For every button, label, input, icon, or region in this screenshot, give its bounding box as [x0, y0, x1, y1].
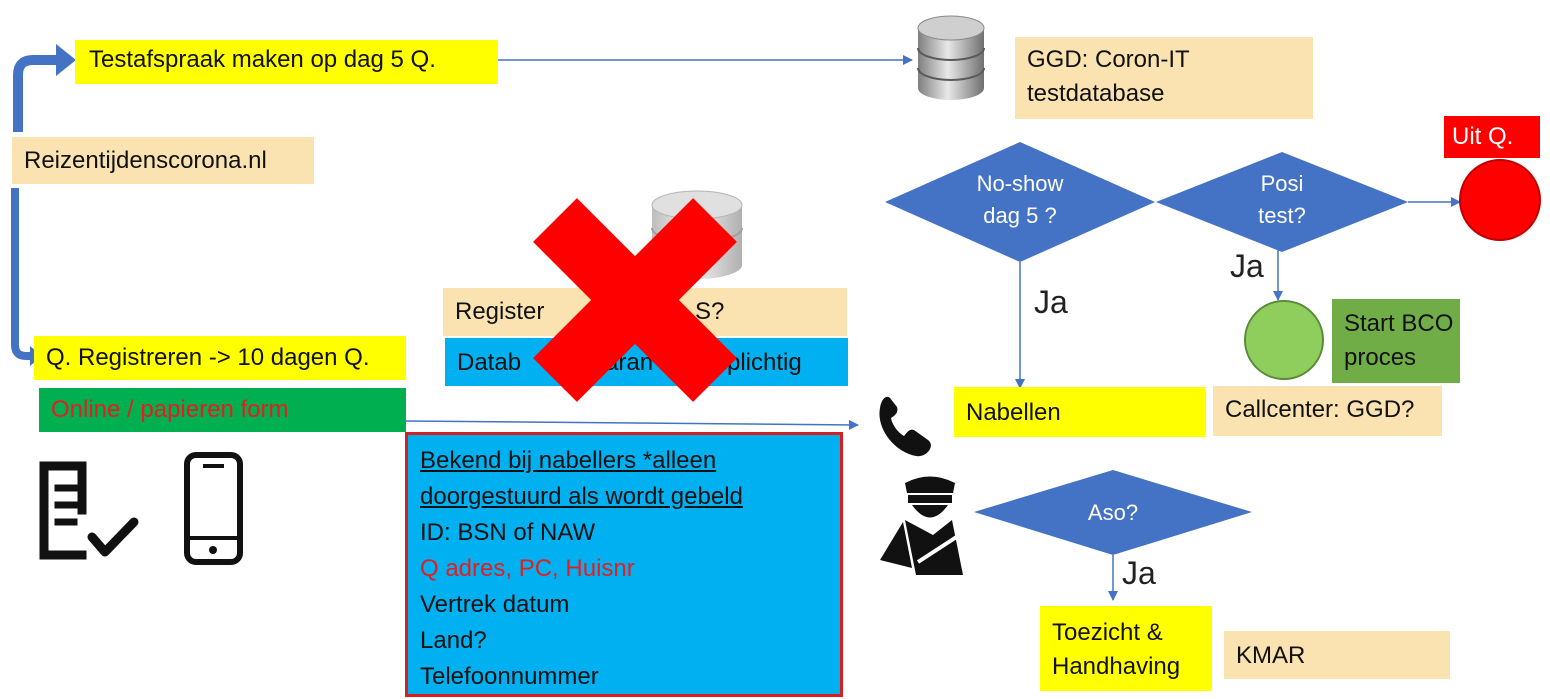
- start-bco-line2: proces: [1344, 344, 1417, 371]
- toezicht-line1: Toezicht &: [1052, 619, 1163, 646]
- info-line-7: Telefoonnummer: [420, 663, 599, 690]
- toezicht-node: Toezicht & Handhaving: [1040, 606, 1212, 691]
- testafspraak-node: Testafspraak maken op dag 5 Q.: [75, 40, 498, 84]
- uit-q-circle: [1459, 159, 1541, 241]
- toezicht-line2: Handhaving: [1052, 653, 1181, 680]
- start-bco-line1: Start BCO: [1344, 310, 1454, 337]
- arrowhead-testafspraak: [56, 44, 76, 76]
- aso-diamond: [974, 470, 1252, 555]
- posi-diamond: [1156, 152, 1408, 252]
- uit-q-node: Uit Q.: [1444, 116, 1540, 158]
- posi-label: Posi test?: [1212, 168, 1352, 232]
- info-line-6: Land?: [420, 627, 487, 654]
- arrow-to-testafspraak: [13, 55, 58, 132]
- posi-line1: Posi: [1260, 171, 1304, 196]
- register-tail: S?: [695, 298, 725, 325]
- info-line-3: ID: BSN of NAW: [420, 519, 596, 546]
- callcenter-node: Callcenter: GGD?: [1213, 386, 1442, 436]
- phone-icon: [879, 396, 931, 457]
- kmar-node: KMAR: [1224, 631, 1450, 679]
- ggd-database-node: GGD: Coron-IT testdatabase: [1015, 37, 1313, 119]
- info-line-1: Bekend bij nabellers *alleen: [420, 447, 717, 474]
- form-checklist-icon: [39, 461, 139, 560]
- nabellen-node: Nabellen: [954, 387, 1206, 437]
- register-label: Register: [455, 298, 545, 325]
- bco-circle: [1244, 300, 1324, 380]
- noshow-diamond: [885, 142, 1155, 262]
- posi-line2: test?: [1258, 203, 1306, 228]
- line-online-to-phone: [404, 419, 859, 430]
- start-bco-node: Start BCO proces: [1332, 299, 1460, 383]
- police-officer-icon: [880, 476, 963, 575]
- online-form-node: Online / papieren form: [39, 388, 406, 432]
- smartphone-icon: [184, 452, 243, 565]
- aso-label: Aso?: [1087, 500, 1139, 525]
- info-line-2: doorgestuurd als wordt gebeld: [420, 483, 743, 510]
- reizentijdenscorona-node: Reizentijdenscorona.nl: [12, 137, 314, 184]
- arrow-to-registreren: [11, 188, 32, 360]
- noshow-line2: dag 5 ?: [983, 203, 1057, 228]
- noshow-label: No-show dag 5 ?: [935, 168, 1105, 232]
- nabellers-info-box: Bekend bij nabellers *alleen doorgestuur…: [405, 432, 843, 697]
- ja-label-posi: Ja: [1230, 248, 1264, 284]
- ggd-db-line1: GGD: Coron-IT: [1027, 46, 1190, 73]
- ggd-db-line2: testdatabase: [1027, 80, 1165, 107]
- database-tail: plichtig: [727, 349, 802, 376]
- database-icon: [917, 15, 985, 100]
- info-line-5: Vertrek datum: [420, 591, 570, 618]
- database-label: Datab: [457, 349, 522, 376]
- info-line-4: Q adres, PC, Huisnr: [420, 555, 635, 582]
- ja-label-aso: Ja: [1122, 555, 1156, 591]
- q-registreren-node: Q. Registreren -> 10 dagen Q.: [34, 336, 406, 380]
- ja-label-noshow: Ja: [1034, 284, 1068, 320]
- noshow-line1: No-show: [976, 171, 1064, 196]
